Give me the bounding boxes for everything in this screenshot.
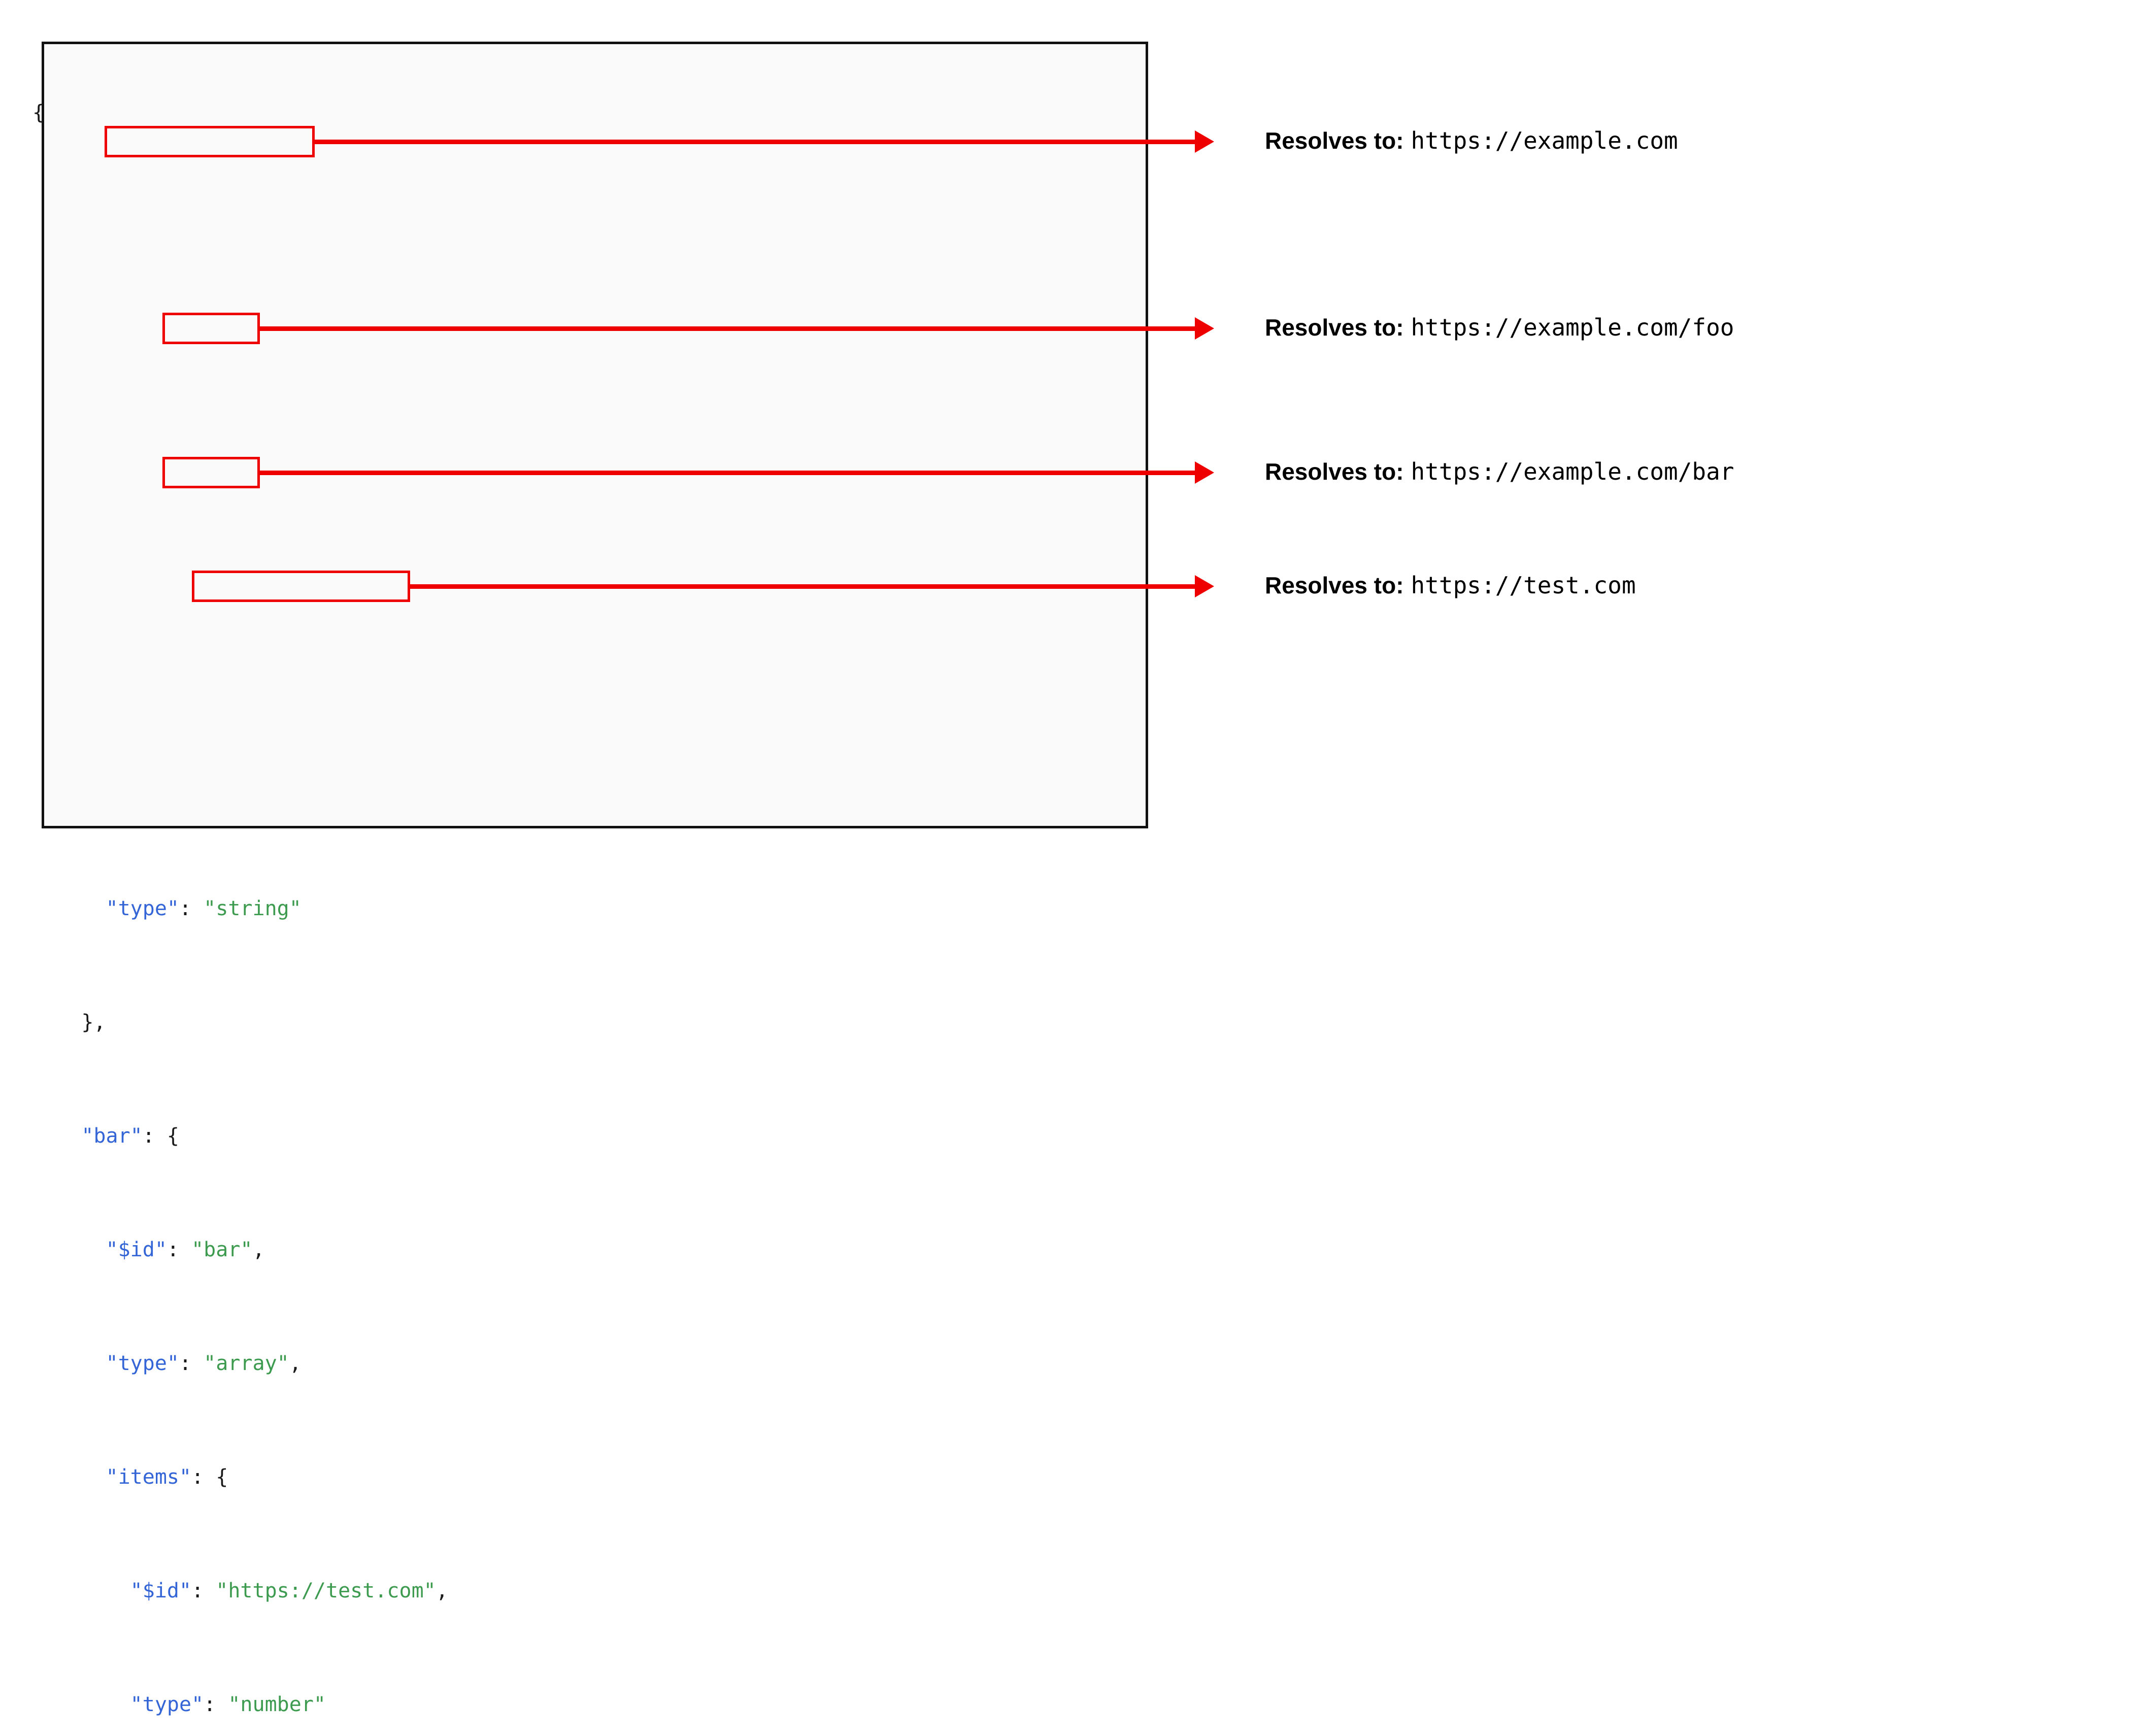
code-comma-13: , [436,1579,448,1603]
resolution-row-3: Resolves to: https://test.com [1265,572,1636,599]
code-colon-13: : [191,1579,216,1603]
code-line-13-value: "https://test.com" [216,1579,436,1603]
code-comma-10: , [252,1238,265,1261]
code-line-7: "type": "string" [32,894,766,923]
json-code-block [42,42,1148,828]
code-line-9-key: "bar" [81,1124,143,1148]
code-line-8-text: }, [81,1011,106,1034]
arrow-to-resolution-2 [259,461,1214,484]
arrow-to-resolution-1 [259,317,1214,340]
resolves-to-label-1: Resolves to: [1265,314,1404,341]
resolution-row-0: Resolves to: https://example.com [1265,127,1678,154]
code-line-11-value: "array" [204,1352,289,1375]
resolves-to-label-3: Resolves to: [1265,572,1404,598]
code-line-10-value: "bar" [191,1238,253,1261]
code-line-7-key: "type" [106,897,180,920]
code-colon-10: : [166,1238,192,1261]
resolution-row-2: Resolves to: https://example.com/bar [1265,458,1734,485]
code-line-12-value: { [216,1465,228,1489]
resolved-url-3: https://test.com [1411,572,1636,599]
arrow-to-resolution-3 [409,575,1214,597]
code-line-11-key: "type" [106,1352,180,1375]
code-colon-9: : [142,1124,167,1148]
resolution-row-1: Resolves to: https://example.com/foo [1265,314,1734,341]
code-line-10-key: "$id" [106,1238,167,1261]
code-colon-7: : [179,897,204,920]
code-line-14-key: "type" [130,1693,204,1716]
code-line-13-key: "$id" [130,1579,192,1603]
code-line-14: "type": "number" [32,1690,766,1719]
arrow-to-resolution-0 [314,130,1214,153]
code-line-11: "type": "array", [32,1349,766,1378]
code-line-7-value: "string" [204,897,302,920]
code-colon-11: : [179,1352,204,1375]
code-line-12-key: "items" [106,1465,192,1489]
resolves-to-label-0: Resolves to: [1265,127,1404,154]
code-comma-11: , [289,1352,302,1375]
code-line-14-value: "number" [228,1693,326,1716]
code-colon-12: : [191,1465,216,1489]
resolved-url-1: https://example.com/foo [1411,314,1734,341]
code-line-9: "bar": { [32,1122,766,1150]
code-line-9-value: { [166,1124,180,1148]
code-colon-14: : [204,1693,228,1716]
resolves-to-label-2: Resolves to: [1265,458,1404,485]
code-line-12: "items": { [32,1463,766,1491]
resolved-url-2: https://example.com/bar [1411,458,1734,485]
code-line-10: "$id": "bar", [32,1236,766,1264]
code-line-13: "$id": "https://test.com", [32,1577,766,1605]
code-line-8: }, [32,1008,766,1037]
resolved-url-0: https://example.com [1411,127,1678,154]
